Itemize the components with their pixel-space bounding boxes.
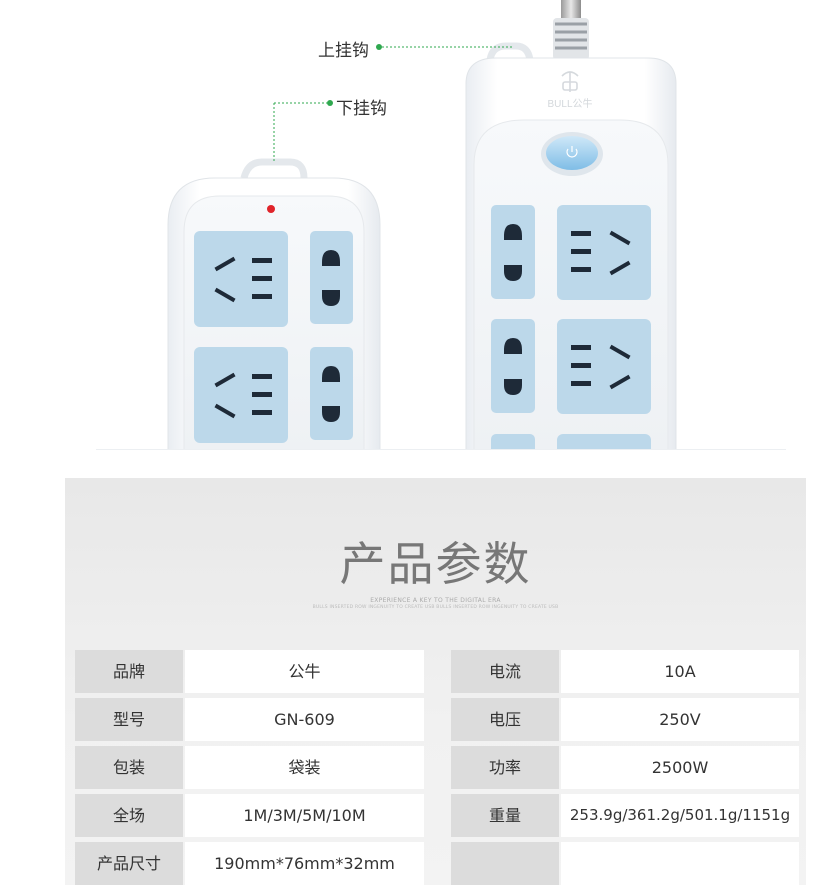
indicator-light-icon (267, 205, 275, 213)
spec-value: GN-609 (185, 698, 424, 741)
upper-hook-label: 上挂钩 (318, 41, 369, 61)
spec-value: 250V (561, 698, 799, 741)
spec-label (451, 842, 559, 885)
power-switch-button (541, 132, 603, 176)
spec-label: 全场 (75, 794, 183, 837)
table-row: 全场 1M/3M/5M/10M 重量 253.9g/361.2g/501.1g/… (75, 794, 799, 837)
lower-hook-label: 下挂钩 (336, 99, 387, 119)
cord-strain-relief (553, 18, 589, 60)
bull-logo-icon (561, 71, 579, 92)
spec-value: 公牛 (185, 650, 424, 693)
spec-value (561, 842, 799, 885)
spec-value: 253.9g/361.2g/501.1g/1151g (561, 794, 799, 837)
right-power-strip: BULL公牛 (465, 0, 677, 452)
spec-value: 10A (561, 650, 799, 693)
spec-value: 2500W (561, 746, 799, 789)
spec-label: 功率 (451, 746, 559, 789)
spec-title: 产品参数 (339, 537, 532, 591)
spec-label: 包装 (75, 746, 183, 789)
brand-logo-text: BULL公牛 (547, 97, 592, 110)
spec-value: 190mm*76mm*32mm (185, 842, 424, 885)
spec-value: 袋装 (185, 746, 424, 789)
spec-label: 电压 (451, 698, 559, 741)
table-row: 品牌 公牛 电流 10A (75, 650, 799, 693)
power-strips-illustration: BULL公牛 (96, 0, 786, 452)
table-row: 包装 袋装 功率 2500W (75, 746, 799, 789)
spec-value: 1M/3M/5M/10M (185, 794, 424, 837)
hook-callout-lines (273, 44, 512, 163)
spec-label: 产品尺寸 (75, 842, 183, 885)
spec-subtitle-english: EXPERIENCE A KEY TO THE DIGITAL ERA (370, 597, 501, 604)
spec-label: 品牌 (75, 650, 183, 693)
spec-label: 电流 (451, 650, 559, 693)
table-row: 型号 GN-609 电压 250V (75, 698, 799, 741)
spec-subtitle-small: BULLS INSERTED ROW INGENUITY TO CREATE U… (312, 605, 559, 610)
left-power-strip (167, 158, 381, 452)
product-hero-image: BULL公牛 (96, 0, 786, 452)
table-row: 产品尺寸 190mm*76mm*32mm (75, 842, 799, 885)
spec-label: 重量 (451, 794, 559, 837)
spec-label: 型号 (75, 698, 183, 741)
spec-section: 产品参数 EXPERIENCE A KEY TO THE DIGITAL ERA… (65, 478, 806, 885)
